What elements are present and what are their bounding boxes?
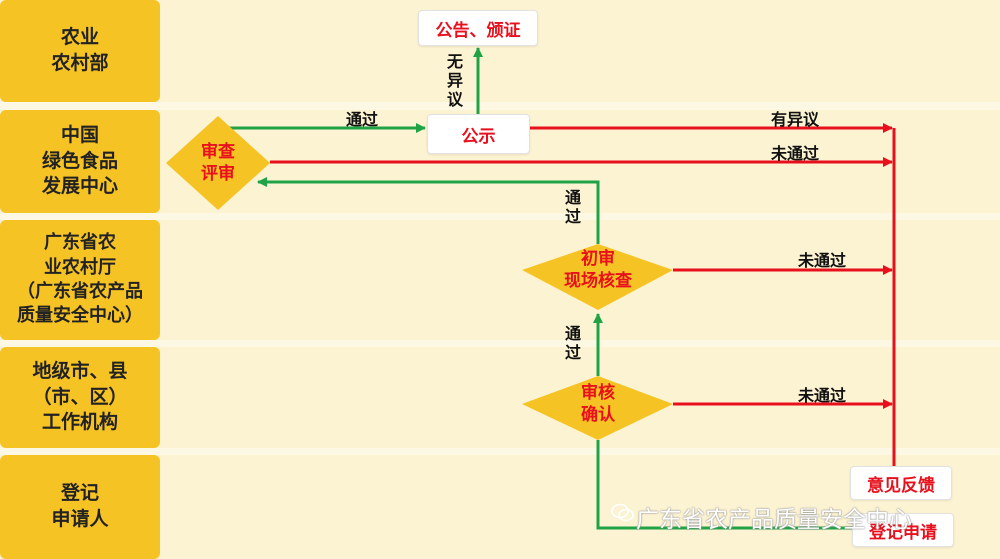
announce-certify-box: 公告、颁证 [418,10,538,46]
initial-check-diamond-label: 初审 现场核查 [564,248,632,291]
verify-diamond-label: 审核 确认 [581,382,615,425]
lane-band [0,220,1000,340]
lane-label-ministry: 农业 农村部 [0,0,160,102]
publicity-box: 公示 [427,114,530,154]
lane-band [0,347,1000,448]
edge-label-pass-verify: 通过 [564,324,581,363]
edge-label-review-not-passed: 未通过 [771,144,820,163]
registration-apply-box: 登记申请 [852,513,954,547]
review-diamond-label: 审查 评审 [201,141,235,184]
lane-label-provincial-dept: 广东省农 业农村厅 （广东省农产品 质量安全中心） [0,220,160,340]
lane-band [0,455,1000,559]
lane-label-local-agency: 地级市、县 （市、区） 工作机构 [0,347,160,448]
lane-label-applicant: 登记 申请人 [0,455,160,559]
edge-label-no-objection: 无异议 [446,52,463,110]
lane-label-green-food-center: 中国 绿色食品 发展中心 [0,110,160,213]
verify-diamond [522,376,673,440]
review-diamond [166,116,270,210]
edge-apply-to-verify [596,440,852,530]
edge-label-initial-not-passed: 未通过 [798,251,847,270]
watermark-text: 广东省农产品质量安全中心 [636,507,912,533]
edge-label-has-objection: 有异议 [771,110,820,129]
edge-label-pass-initial: 通过 [564,188,581,227]
edge-label-pass-to-publicity: 通过 [346,110,379,129]
initial-check-diamond [522,244,673,310]
edge-label-verify-not-passed: 未通过 [798,386,847,405]
edge-initial-to-review [257,177,600,244]
feedback-box: 意见反馈 [850,466,952,500]
wechat-icon [611,503,634,522]
